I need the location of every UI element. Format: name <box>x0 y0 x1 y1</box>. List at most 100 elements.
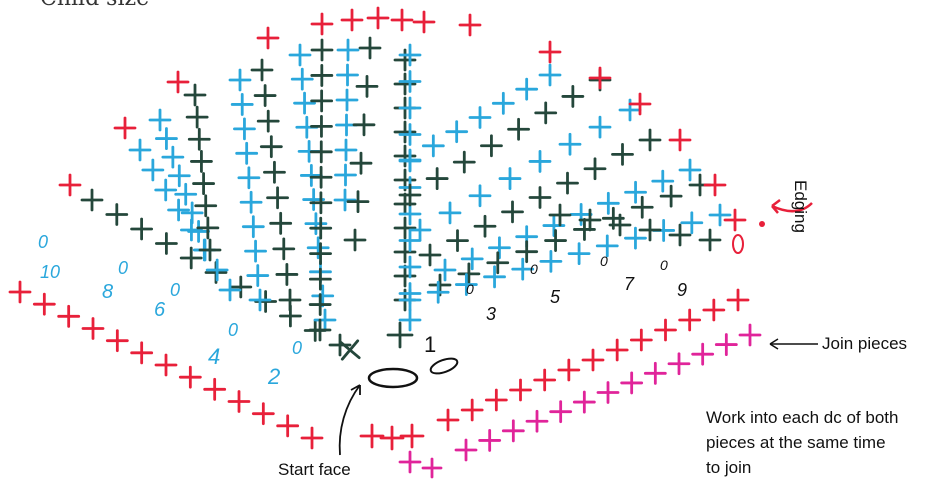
start-face-label: Start face <box>278 460 351 479</box>
stitch-cross <box>275 263 299 286</box>
stitch-cross <box>155 127 178 150</box>
stitch-cross <box>309 140 333 164</box>
row-number-1: 1 <box>424 332 436 357</box>
stitch-cross <box>668 128 692 152</box>
stitch-cross <box>421 134 445 158</box>
stitch-cross <box>468 106 492 129</box>
stitch-cross <box>278 288 302 312</box>
start-chain-oval <box>367 367 419 389</box>
stitch-cross <box>228 68 252 92</box>
stitch-cross <box>398 123 422 146</box>
stitch-cross <box>8 280 32 304</box>
stitch-cross <box>588 115 612 139</box>
stitch-cross <box>105 329 129 353</box>
stitch-cross <box>390 8 414 32</box>
stitch-cross <box>691 342 715 366</box>
stitch-cross <box>272 237 296 261</box>
stitch-cross <box>81 317 105 340</box>
stitch-cross <box>436 408 460 432</box>
stitch-cross <box>311 284 335 308</box>
stitch-cross <box>678 308 702 332</box>
stitch-cross <box>239 190 263 214</box>
stitch-cross <box>557 358 581 382</box>
stitch-cross <box>309 165 333 189</box>
stitch-cross <box>310 89 334 113</box>
stitch-cross <box>185 105 209 129</box>
stitch-cross <box>578 208 602 232</box>
stitch-cross <box>425 167 449 190</box>
stitch-cross <box>263 160 286 184</box>
stitch-cross <box>478 429 502 452</box>
stitch-cross <box>595 234 619 258</box>
stitch-cross <box>393 216 417 240</box>
stitch-cross <box>230 93 254 116</box>
stitch-cross <box>105 203 129 226</box>
stitch-cross <box>708 203 732 227</box>
stitch-cross <box>620 371 644 395</box>
stitch-cross <box>398 288 422 312</box>
stitch-cross <box>180 201 204 225</box>
stitch-cross <box>452 150 476 174</box>
row-number-2: 2 <box>267 364 280 389</box>
stitch-cross <box>611 142 634 166</box>
stitch-cross <box>393 48 417 72</box>
stitch-cross <box>438 201 462 225</box>
chain-zero: 0 <box>660 257 668 273</box>
stitch-cross <box>446 229 469 253</box>
stitch-cross <box>179 246 203 270</box>
stitch-cross <box>259 135 283 159</box>
stitch-cross <box>454 438 478 462</box>
stitch-cross <box>498 167 522 190</box>
stitch-cross <box>638 218 662 242</box>
stitch-cross <box>194 194 218 218</box>
stitch-cross <box>293 91 316 115</box>
stitch-cross <box>379 425 405 451</box>
stitch-cross <box>726 288 750 312</box>
stitch-cross <box>393 264 417 288</box>
stitch-cross <box>398 255 422 279</box>
stitch-cross <box>393 72 417 96</box>
stitch-cross <box>128 138 152 162</box>
stitch-cross <box>174 182 198 206</box>
stitch-cross <box>266 186 289 210</box>
stitch-cross <box>288 43 312 67</box>
chain-zero: 0 <box>38 232 48 252</box>
stitch-cross <box>556 171 579 195</box>
edging-label: Edging <box>791 180 810 233</box>
stitch-cross <box>567 242 591 266</box>
start-face-arrowhead <box>350 384 361 395</box>
stitch-cross <box>328 333 352 357</box>
stitch-cross <box>229 275 253 299</box>
stitch-cross <box>166 70 190 94</box>
stitch-cross <box>678 158 702 182</box>
join-arrowhead <box>769 338 779 350</box>
stitch-cross <box>334 138 358 162</box>
stitch-cross <box>310 64 334 87</box>
chain-oval-small <box>429 357 459 375</box>
stitch-cross <box>256 109 280 133</box>
stitch-cross <box>480 134 503 158</box>
stitch-cross <box>561 85 585 108</box>
stitch-cross <box>408 218 432 242</box>
stitch-cross <box>290 67 314 91</box>
stitch-cross <box>668 223 692 247</box>
stitch-cross <box>393 192 417 216</box>
stitch-cross <box>501 200 524 224</box>
stitch-cross <box>349 151 373 175</box>
stitch-cross <box>628 92 652 116</box>
stitch-cross <box>702 298 726 322</box>
stitch-cross <box>308 267 332 291</box>
stitch-cross <box>569 203 593 226</box>
stitch-cross <box>549 400 573 424</box>
chain-zero: 0 <box>292 338 302 358</box>
stitch-cross <box>473 214 497 238</box>
stitch-cross <box>359 423 385 449</box>
stitch-cross <box>251 402 275 426</box>
stitch-cross <box>398 43 422 67</box>
row-number-4: 4 <box>208 344 220 369</box>
stitch-cross <box>313 308 337 332</box>
stitch-cross <box>250 58 274 82</box>
edging-arrow <box>771 202 813 213</box>
stitch-cross <box>533 368 557 392</box>
chain-zero: 0 <box>466 281 474 297</box>
